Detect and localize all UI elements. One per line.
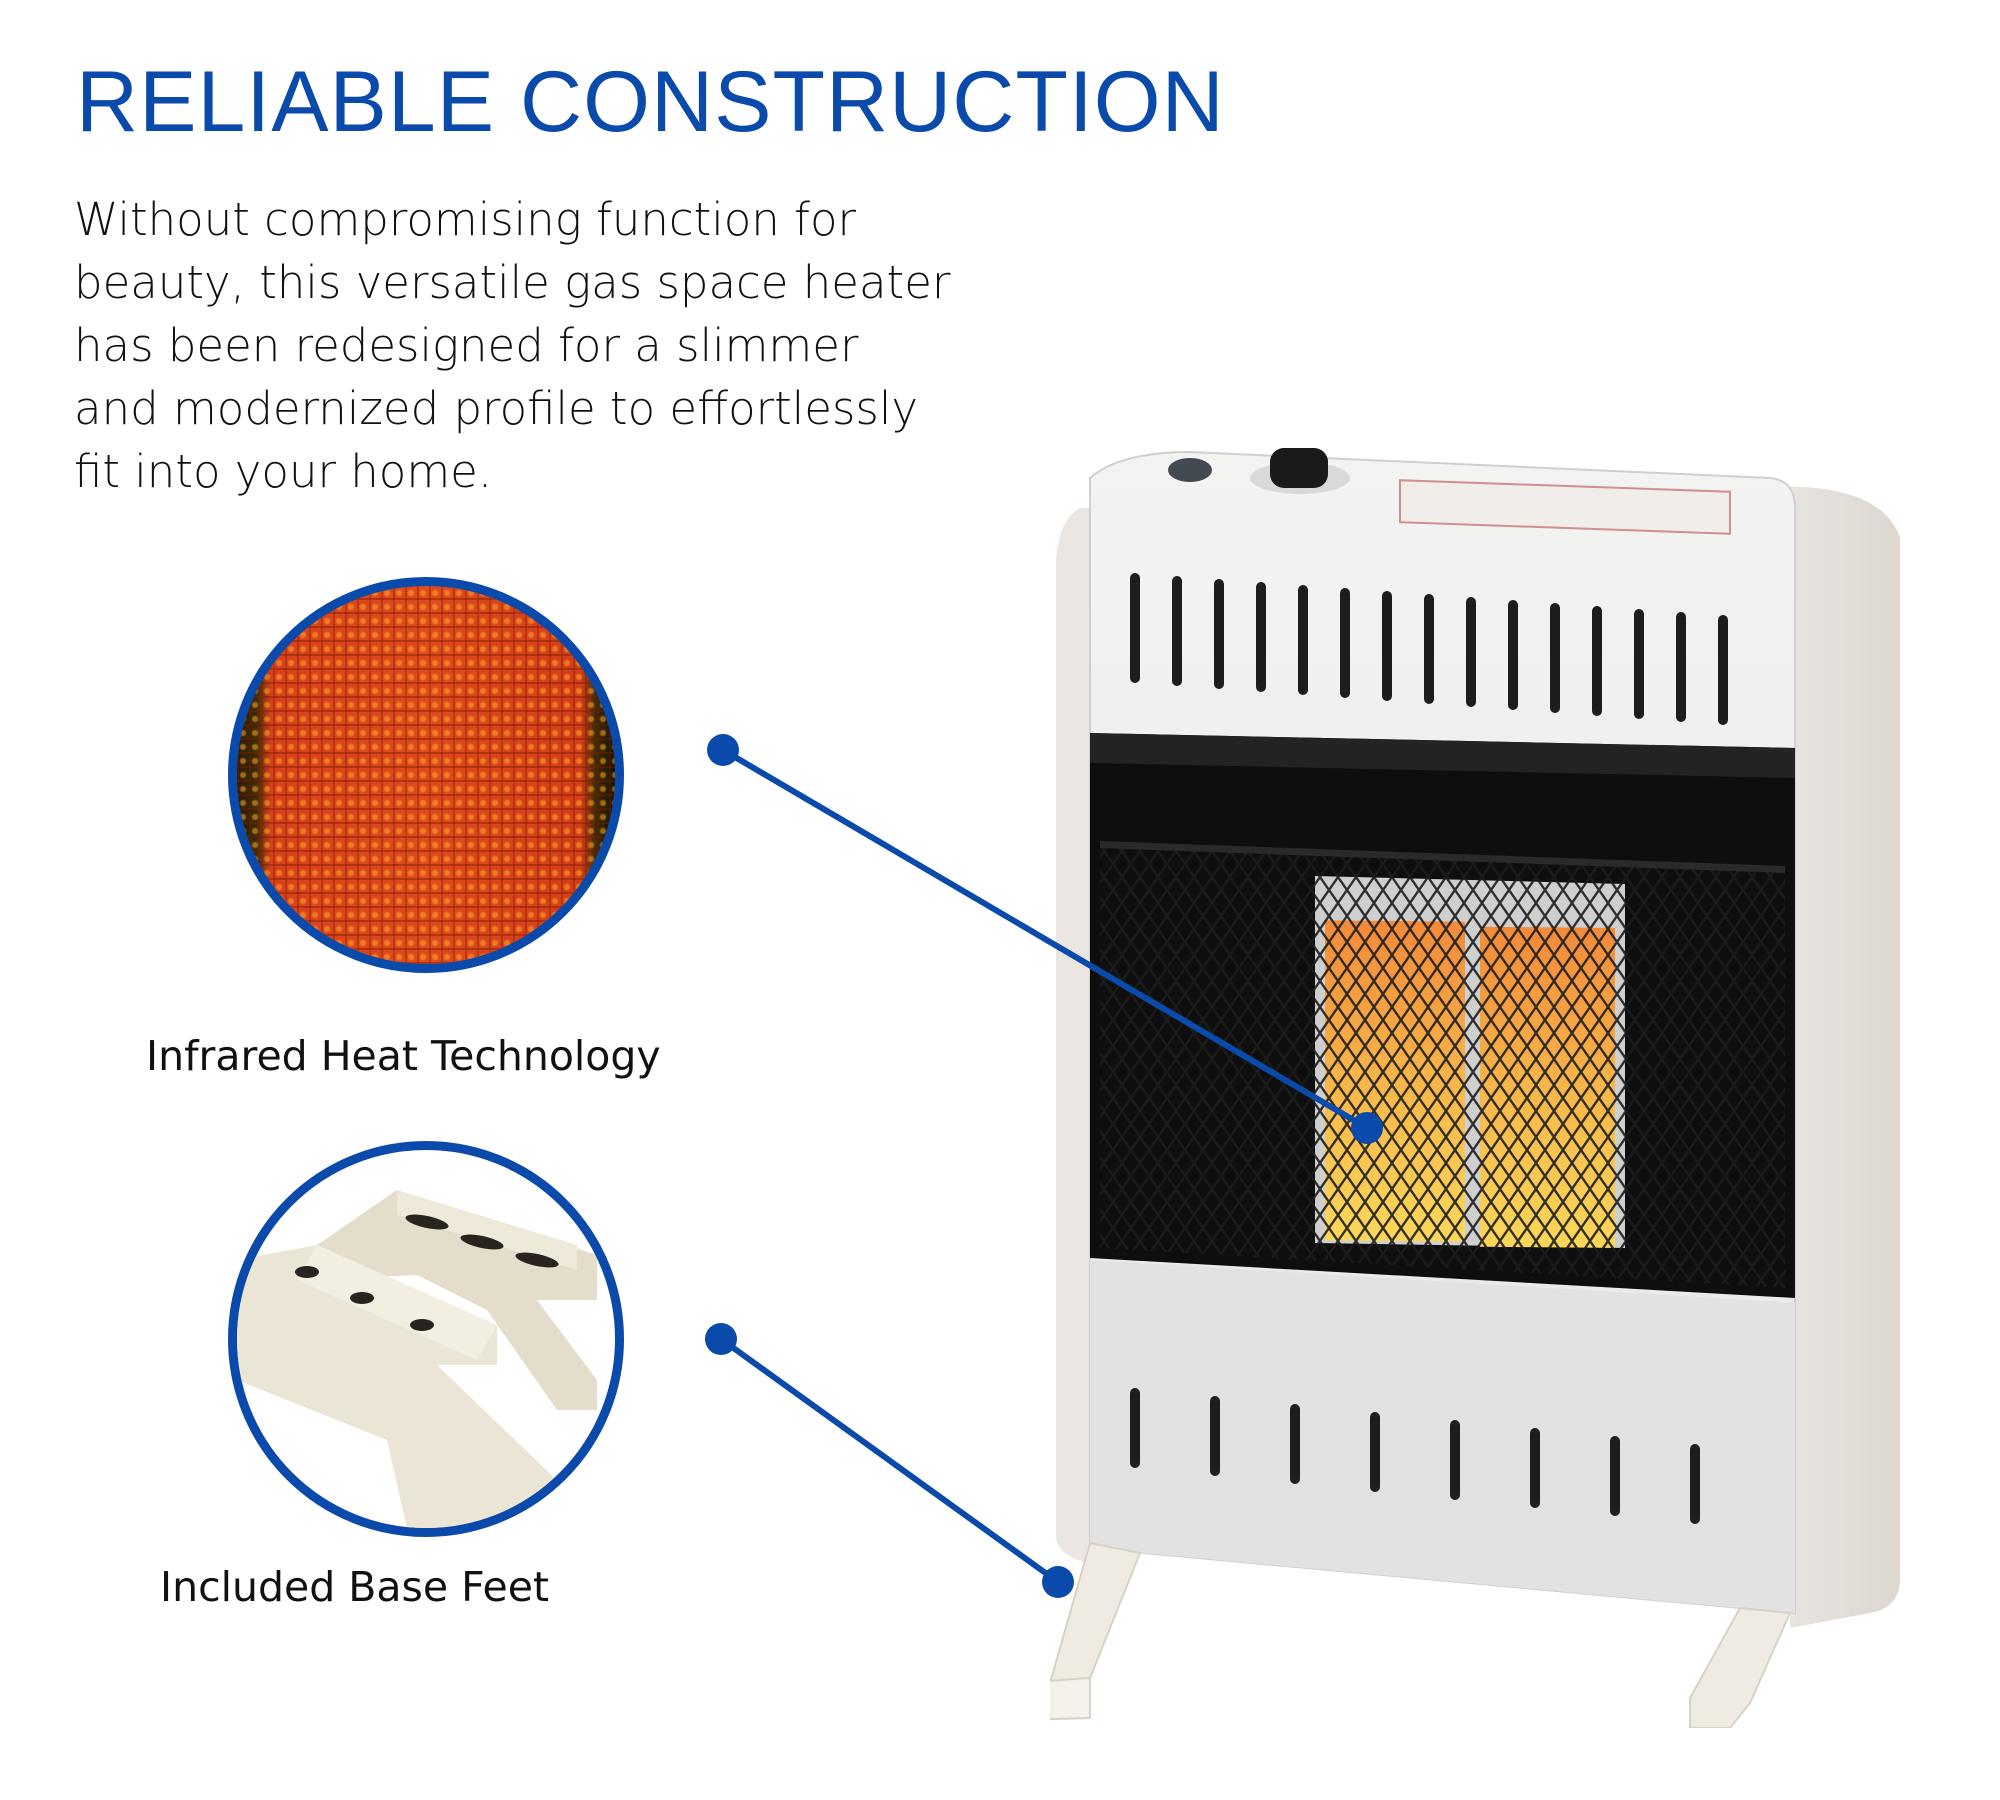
top-vent-slots xyxy=(1130,573,1728,725)
callout-dot-infrared-end xyxy=(1351,1112,1383,1144)
page-title: RELIABLE CONSTRUCTION xyxy=(76,54,1225,150)
base-feet-illustration xyxy=(237,1190,597,1528)
feature-label-infrared: Infrared Heat Technology xyxy=(146,1032,661,1080)
gas-space-heater-illustration xyxy=(1019,448,1900,1729)
description-line: fit into your home. xyxy=(74,445,493,498)
callout-dot-feet-end xyxy=(1042,1566,1074,1598)
description-line: has been redesigned for a slimmer xyxy=(74,319,859,372)
feature-label-base-feet: Included Base Feet xyxy=(160,1563,550,1611)
base-feet-closeup-image xyxy=(228,1141,624,1537)
heater-product-image xyxy=(1019,448,1920,1729)
warning-label xyxy=(1399,479,1731,535)
igniter-button xyxy=(1168,458,1212,482)
description-line: and modernized profile to effortlessly xyxy=(74,382,918,435)
burner-tile-texture xyxy=(237,586,615,964)
callout-dot-feet-start xyxy=(705,1323,737,1355)
callout-dot-infrared-start xyxy=(707,734,739,766)
infrared-closeup-image xyxy=(228,577,624,973)
bottom-vent-slots xyxy=(1130,1388,1700,1524)
description-line: beauty, this versatile gas space heater xyxy=(74,256,951,309)
control-knob xyxy=(1270,448,1328,488)
description-paragraph: Without compromising function for beauty… xyxy=(74,188,1094,503)
description-line: Without compromising function for xyxy=(74,193,857,246)
callout-line-base-feet xyxy=(719,1336,1060,1585)
